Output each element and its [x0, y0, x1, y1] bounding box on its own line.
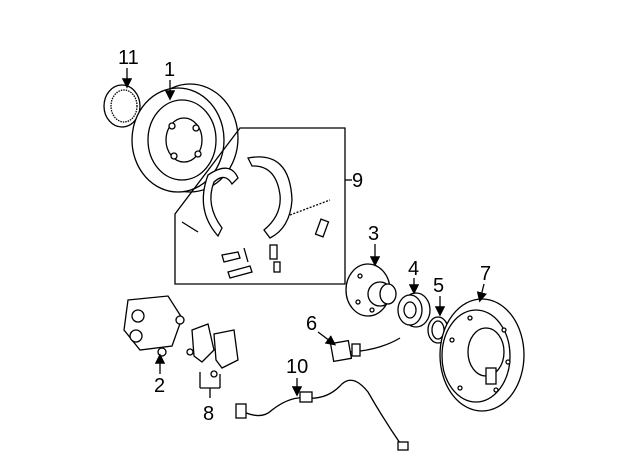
callout-7-leader [476, 283, 487, 303]
tone-ring-part[interactable] [103, 84, 141, 128]
abs-sensor-part[interactable] [329, 337, 401, 363]
backing-plate-part[interactable] [439, 298, 525, 412]
callout-6-leader [317, 331, 337, 346]
callout-11[interactable]: 11 [118, 47, 139, 69]
hub-part[interactable] [345, 263, 397, 317]
wheel-bearing-part[interactable] [397, 292, 431, 328]
callout-3[interactable]: 3 [368, 223, 379, 245]
callout-8[interactable]: 8 [203, 403, 214, 425]
callout-4[interactable]: 4 [408, 258, 419, 280]
brake-hose-part[interactable] [235, 379, 409, 451]
callout-10[interactable]: 10 [286, 356, 308, 378]
callout-1[interactable]: 1 [164, 59, 175, 81]
callout-5[interactable]: 5 [433, 275, 444, 297]
brake-shoe-kit-group[interactable] [174, 127, 346, 285]
callout-2[interactable]: 2 [154, 375, 165, 397]
caliper-part[interactable] [123, 295, 185, 357]
brake-pads-part[interactable] [186, 323, 239, 378]
callout-8-leader [199, 372, 221, 398]
callout-9[interactable]: 9 [352, 170, 363, 192]
callout-7[interactable]: 7 [480, 263, 491, 285]
callout-6[interactable]: 6 [306, 313, 317, 335]
brake-drum-part[interactable] [131, 83, 239, 193]
